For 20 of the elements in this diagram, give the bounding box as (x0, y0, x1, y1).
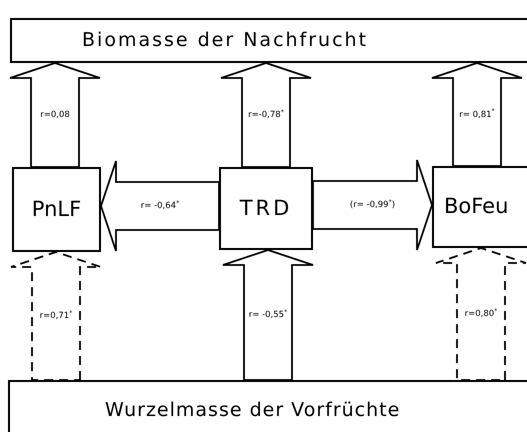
variable-box: PnLF (12, 167, 101, 252)
edge-label: r=0,71$^{*}$ (38, 312, 74, 320)
edge-label: r= -0,64$^{*}$ (140, 202, 180, 210)
block-arrow (220, 62, 312, 168)
edge-label: r=0,80$^{*}$ (464, 310, 498, 318)
title-band: Wurzelmasse der Vorfrüchte (8, 380, 527, 432)
block-arrow (222, 249, 314, 381)
edge-label: r= -0,55$^{*}$ (248, 310, 288, 320)
block-arrow (435, 247, 527, 381)
block-arrow (431, 62, 523, 167)
edge-label: r=0,08 (39, 110, 71, 120)
block-arrow (312, 159, 433, 251)
title-band: Biomasse der Nachfrucht (10, 18, 527, 63)
edge-label: r=-0,78$^{*}$ (247, 110, 285, 120)
variable-box: TRD (219, 167, 313, 250)
block-arrow (10, 251, 102, 381)
block-arrow (9, 62, 101, 168)
variable-box: BoFeu (432, 166, 527, 248)
edge-label: (r= -0,99$^{*}$) (348, 200, 396, 210)
block-arrow (100, 160, 220, 252)
